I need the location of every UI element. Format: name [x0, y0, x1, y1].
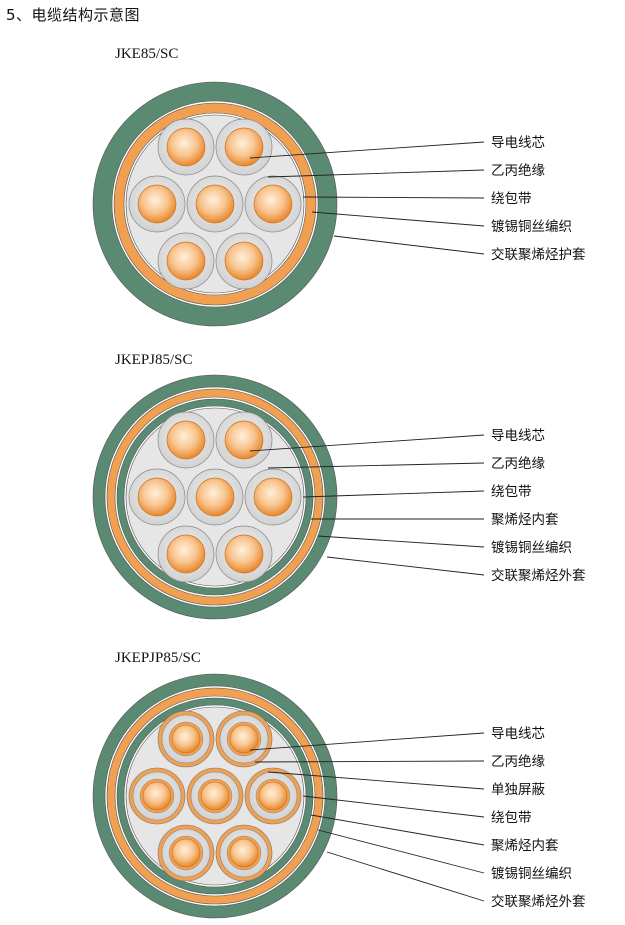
core-6: [157, 232, 215, 290]
conductor: [166, 127, 206, 167]
conductor: [166, 420, 206, 460]
leader-line: [254, 760, 485, 763]
leader-line: [302, 490, 485, 498]
core-7: [215, 525, 273, 583]
layer-label: 绕包带: [491, 810, 532, 826]
model-name-1: JKE85/SC: [115, 46, 179, 62]
core-1: [157, 118, 215, 176]
layer-label: 导电线芯: [491, 135, 545, 151]
layer-label: 交联聚烯烃外套: [491, 893, 586, 910]
conductor: [258, 781, 288, 811]
conductor: [229, 838, 259, 868]
layer-label: 聚烯烃内套: [491, 512, 559, 528]
conductor: [195, 184, 235, 224]
core-3: [128, 468, 186, 526]
layer-label: 镀锡铜丝编织: [491, 865, 572, 882]
layer-label: 镀锡铜丝编织: [491, 218, 572, 235]
leader-line: [302, 196, 485, 199]
core-4: [186, 468, 244, 526]
leader-line: [267, 169, 485, 178]
model-name-2: JKEPJ85/SC: [115, 352, 193, 368]
conductor: [195, 477, 235, 517]
core-2: [215, 118, 273, 176]
layer-label: 乙丙绝缘: [491, 163, 545, 179]
layer-label: 导电线芯: [491, 726, 545, 742]
layer-label: 交联聚烯烃外套: [491, 567, 586, 584]
core-3: [128, 767, 186, 825]
conductor: [166, 534, 206, 574]
conductor: [137, 477, 177, 517]
leader-line: [249, 141, 485, 159]
conductor: [171, 724, 201, 754]
layer-label: 聚烯烃内套: [491, 838, 559, 854]
layer-label: 乙丙绝缘: [491, 754, 545, 770]
conductor: [200, 781, 230, 811]
leader-line: [317, 535, 485, 548]
conductor: [166, 241, 206, 281]
leader-line: [333, 235, 485, 255]
page-title: 5、电缆结构示意图: [6, 6, 141, 24]
core-2: [215, 710, 273, 768]
core-6: [157, 525, 215, 583]
leader-line: [310, 814, 485, 846]
conductor: [229, 724, 259, 754]
conductor: [224, 534, 264, 574]
layer-label: 交联聚烯烃护套: [491, 246, 586, 263]
core-7: [215, 232, 273, 290]
leader-line: [249, 732, 485, 751]
core-4: [186, 175, 244, 233]
core-7: [215, 824, 273, 882]
layer-label: 导电线芯: [491, 428, 545, 444]
conductor: [253, 184, 293, 224]
conductor: [137, 184, 177, 224]
model-name-3: JKEPJP85/SC: [115, 650, 201, 666]
leader-line: [326, 556, 485, 576]
leader-line: [302, 795, 485, 818]
conductor: [142, 781, 172, 811]
core-1: [157, 710, 215, 768]
conductor: [224, 241, 264, 281]
conductor: [253, 477, 293, 517]
core-6: [157, 824, 215, 882]
leader-line: [326, 851, 485, 902]
layer-label: 乙丙绝缘: [491, 456, 545, 472]
layer-label: 绕包带: [491, 484, 532, 500]
core-2: [215, 411, 273, 469]
leader-line: [249, 434, 485, 452]
conductor: [224, 127, 264, 167]
core-3: [128, 175, 186, 233]
core-5: [244, 175, 302, 233]
conductor: [224, 420, 264, 460]
core-5: [244, 767, 302, 825]
core-1: [157, 411, 215, 469]
core-5: [244, 468, 302, 526]
layer-label: 镀锡铜丝编织: [491, 539, 572, 556]
core-4: [186, 767, 244, 825]
leader-line: [317, 829, 485, 874]
leader-line: [311, 211, 485, 227]
leader-line: [267, 771, 485, 790]
leader-line: [267, 462, 485, 469]
layer-label: 单独屏蔽: [491, 782, 545, 798]
conductor: [171, 838, 201, 868]
layer-label: 绕包带: [491, 191, 532, 207]
